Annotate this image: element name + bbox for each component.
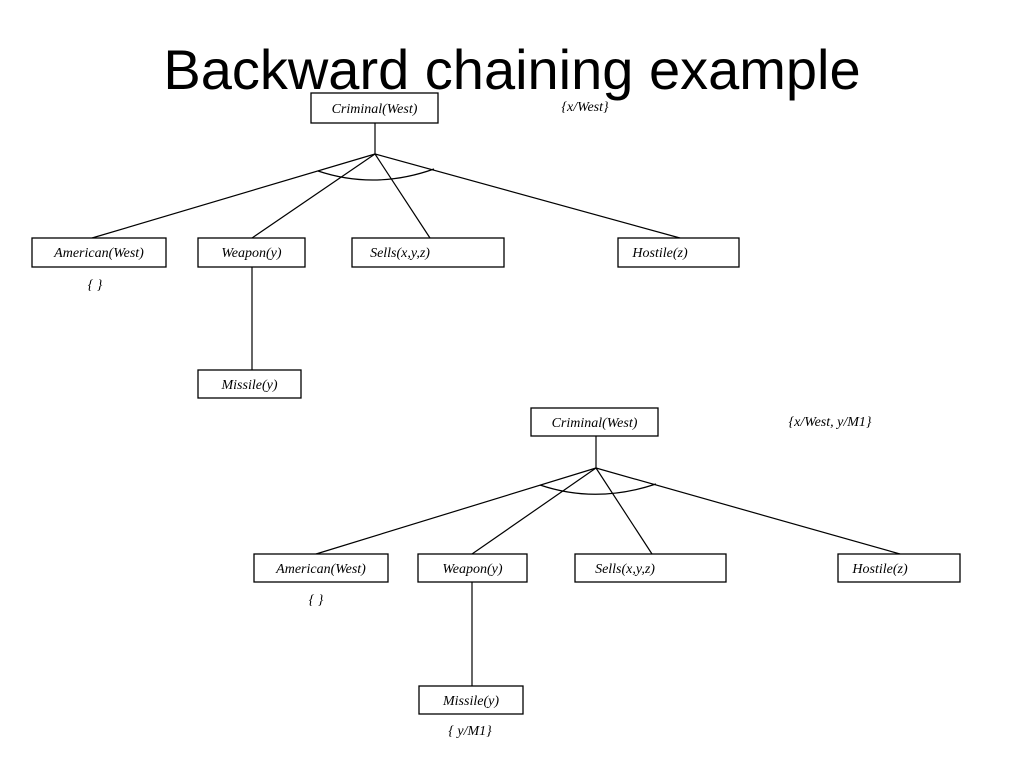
node-hostile-label: Hostile(z) [631, 246, 688, 261]
node-root [310, 92, 439, 124]
edge-root-sells [595, 467, 653, 555]
node-missile [197, 369, 302, 399]
node-american-label: American(West) [275, 562, 366, 577]
node-weapon [417, 553, 528, 583]
node-root-label: Criminal(West) [552, 416, 638, 431]
node-american [253, 553, 389, 583]
node-root [530, 407, 659, 437]
edge-root-hostile [374, 153, 681, 239]
conjunction-arc [539, 483, 657, 495]
edge-root-sells [374, 153, 431, 239]
edge-root-american [91, 153, 376, 239]
node-american-label: American(West) [53, 246, 144, 261]
edge-root-american [315, 467, 597, 555]
node-missile-label: Missile(y) [221, 378, 278, 393]
node-hostile-label: Hostile(z) [851, 562, 908, 577]
node-weapon-label: Weapon(y) [442, 562, 502, 577]
node-sells-label: Sells(x,y,z) [595, 562, 655, 577]
node-root-label: Criminal(West) [332, 102, 418, 117]
node-weapon [197, 237, 306, 268]
node-sells-label: Sells(x,y,z) [370, 246, 430, 261]
proof-tree-1: Criminal(West) {x/West} American(West) {… [31, 92, 740, 399]
substitution-label: {x/West, y/M1} [789, 415, 872, 430]
conjunction-arc [317, 168, 435, 181]
edge-root-hostile [595, 467, 901, 555]
node-sells [574, 553, 727, 583]
node-sells [351, 237, 505, 268]
node-american-annotation: { } [309, 593, 324, 608]
node-hostile [837, 553, 961, 583]
node-weapon-label: Weapon(y) [221, 246, 281, 261]
node-missile [418, 685, 524, 715]
node-missile-label: Missile(y) [442, 694, 499, 709]
node-american-annotation: { } [88, 278, 103, 293]
edge-root-weapon [251, 153, 376, 239]
edge-root-weapon [471, 467, 597, 555]
proof-tree-2: Criminal(West) {x/West, y/M1} American(W… [253, 407, 961, 739]
node-american [31, 237, 167, 268]
node-hostile [617, 237, 740, 268]
node-missile-annotation: { y/M1} [448, 724, 492, 739]
slide-title: Backward chaining example [163, 38, 861, 101]
substitution-label: {x/West} [561, 100, 609, 115]
